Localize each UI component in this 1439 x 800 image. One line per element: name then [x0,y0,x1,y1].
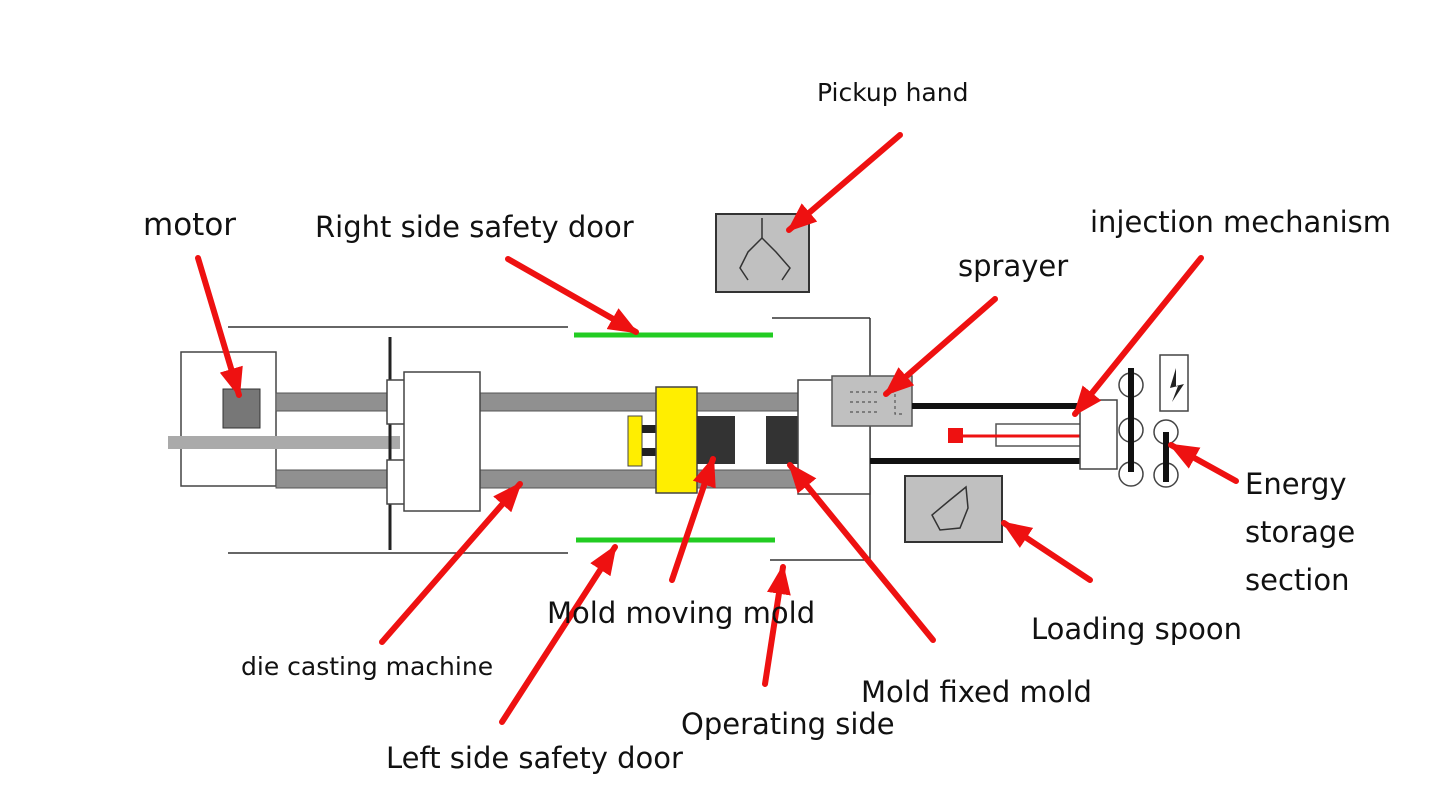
accumulator-right-bar [1163,432,1169,482]
tie-bar-bottom [275,469,801,489]
ejector-pin-top [642,425,658,433]
label-energy-storage: Energy storage section [1245,467,1356,597]
label-injection-mechanism: injection mechanism [1090,205,1392,239]
arrow-injection [1072,255,1204,417]
ejector-pin-bottom [642,448,658,456]
moving-mold [697,416,735,464]
plunger-tip [948,428,963,443]
arrow-motor [195,255,243,398]
label-loading-spoon: Loading spoon [1031,612,1243,646]
label-mold-moving-mold: Mold moving mold [547,596,816,630]
electric-box [1159,354,1189,412]
label-pickup-hand: Pickup hand [817,78,969,107]
label-die-casting-machine: die casting machine [241,652,494,681]
gripper-icon [739,218,791,281]
label-left-safety-door: Left side safety door [386,741,683,775]
frame-outline [228,317,871,561]
arrow-pickup-hand [786,132,903,233]
label-right-safety-door: Right side safety door [315,210,634,244]
arrow-right-door [505,256,639,335]
injection-rod-bottom [870,458,1082,464]
arrow-moving-mold [669,456,716,583]
accumulator-left-bar [1128,368,1134,472]
label-mold-fixed-mold: Mold fixed mold [861,675,1092,709]
lightning-icon [1170,368,1184,402]
ejector-rod [168,436,400,449]
ladle-icon [931,485,969,531]
tie-bar-top [275,392,801,412]
sprayer-nozzles [850,391,905,415]
arrow-loading-spoon [1001,520,1093,583]
moving-platen [655,386,698,494]
fixed-mold [766,416,799,464]
label-motor: motor [143,207,237,243]
arrow-fixed-mold [787,462,936,643]
loading-spoon-box [904,475,1003,543]
arrow-operating-side [762,564,791,687]
label-sprayer: sprayer [958,249,1069,283]
arrow-left-door [499,544,618,725]
injection-rod-top [912,403,1082,409]
motor-block [222,388,261,429]
arrow-sprayer [883,296,998,397]
arrow-die-casting [379,481,523,645]
arrow-energy [1168,442,1239,484]
injection-cylinder [1079,399,1118,470]
toggle-block [403,371,481,512]
label-operating-side: Operating side [681,707,895,741]
callout-arrows [195,132,1239,725]
ejector-plate [627,415,643,467]
